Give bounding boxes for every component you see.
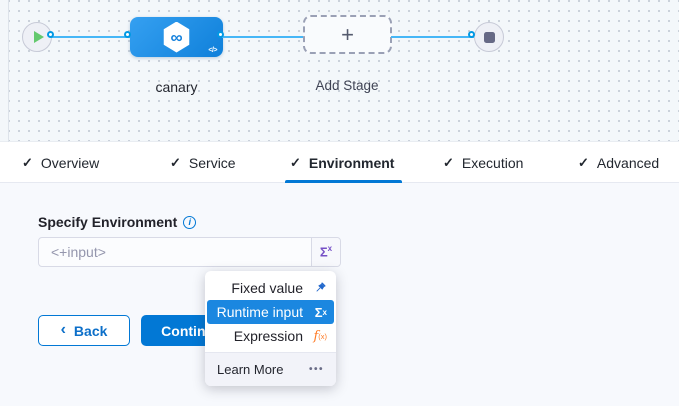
- pin-icon: [311, 281, 327, 295]
- value-type-menu-footer: Learn More •••: [205, 352, 336, 386]
- check-icon: ✓: [290, 154, 301, 170]
- connector-port: [217, 31, 224, 38]
- connector-edge: [391, 36, 474, 38]
- back-button-label: Back: [73, 322, 108, 339]
- environment-input[interactable]: [39, 238, 340, 266]
- connector-edge: [222, 36, 304, 38]
- tab-execution[interactable]: ✓ Execution: [443, 142, 523, 183]
- back-button[interactable]: ‹ Back: [38, 315, 130, 346]
- info-icon[interactable]: i: [183, 215, 197, 229]
- chevron-left-icon: ‹: [60, 320, 66, 338]
- stop-icon: [483, 31, 495, 43]
- connector-edge: [51, 36, 130, 38]
- more-options-icon[interactable]: •••: [308, 364, 324, 375]
- menu-item-label: Expression: [233, 328, 303, 344]
- tab-label: Advanced: [596, 154, 660, 171]
- tab-advanced[interactable]: ✓ Advanced: [578, 142, 659, 183]
- tab-overview[interactable]: ✓ Overview: [22, 142, 99, 183]
- menu-item-label: Fixed value: [231, 280, 303, 296]
- environment-input-wrap: Σx: [38, 237, 341, 267]
- menu-item-fixed-value[interactable]: Fixed value: [205, 276, 336, 300]
- sigma-icon: Σx: [319, 244, 333, 260]
- code-icon: </>: [208, 47, 217, 54]
- fx-icon: f(x): [313, 328, 327, 344]
- plus-icon: +: [341, 21, 354, 47]
- play-icon: [33, 31, 44, 43]
- check-icon: ✓: [22, 154, 33, 170]
- menu-item-expression[interactable]: Expression f(x): [205, 324, 336, 348]
- connector-port: [124, 31, 131, 38]
- check-icon: ✓: [443, 154, 454, 170]
- specify-environment-label: Specify Environment i: [38, 214, 197, 230]
- add-stage-label: Add Stage: [315, 78, 379, 93]
- runtime-input-type-button[interactable]: Σx: [311, 238, 340, 266]
- check-icon: ✓: [578, 154, 589, 170]
- tab-environment[interactable]: ✓ Environment: [284, 142, 404, 183]
- canvas-left-divider: [8, 0, 9, 142]
- tab-label: Service: [188, 154, 236, 171]
- pipeline-canvas: ∞ </> + canary Add Stage: [0, 0, 679, 142]
- add-stage-button[interactable]: +: [303, 15, 392, 54]
- tab-label: Execution: [461, 154, 524, 171]
- tab-label: Overview: [40, 154, 100, 171]
- connector-port: [468, 31, 475, 38]
- canary-deployment-icon: ∞: [163, 21, 190, 53]
- stage-label: canary: [155, 79, 198, 95]
- pipeline-start-node[interactable]: [22, 22, 52, 52]
- menu-item-label: Runtime input: [216, 304, 303, 320]
- stage-node-canary[interactable]: ∞ </>: [130, 17, 223, 57]
- tab-label: Environment: [308, 154, 395, 171]
- pipeline-end-node[interactable]: [474, 22, 504, 52]
- learn-more-link[interactable]: Learn More: [217, 362, 284, 377]
- connector-port: [47, 31, 54, 38]
- check-icon: ✓: [170, 154, 181, 170]
- tab-service[interactable]: ✓ Service: [170, 142, 236, 183]
- stage-config-tabbar: ✓ Overview ✓ Service ✓ Environment ✓ Exe…: [0, 142, 679, 183]
